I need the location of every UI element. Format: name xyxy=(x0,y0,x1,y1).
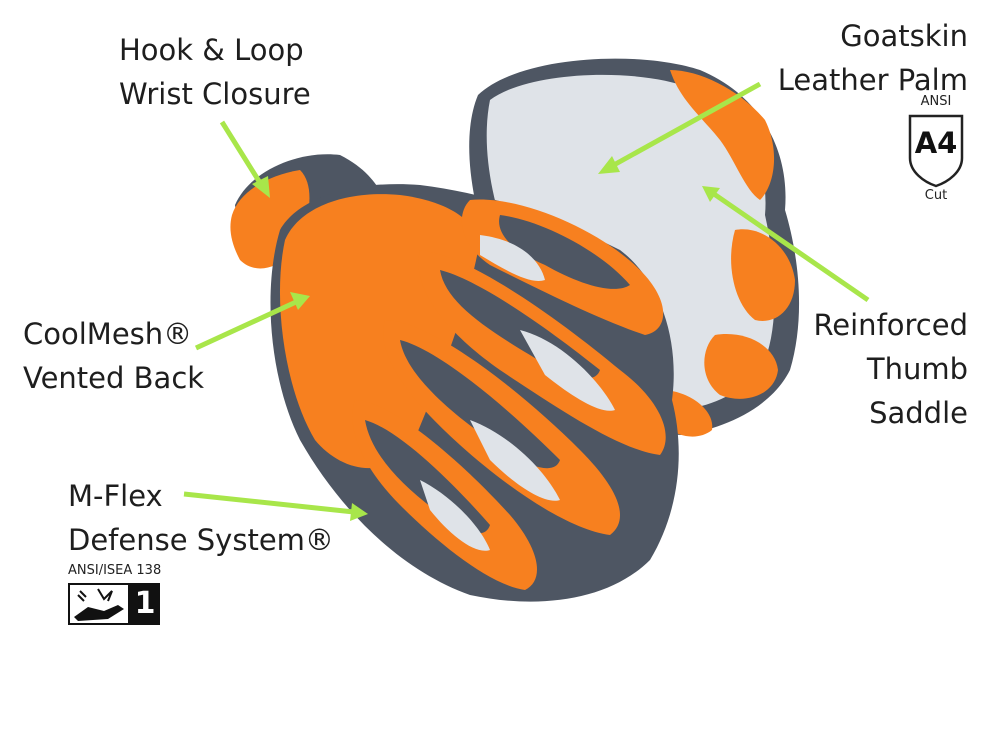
shield-icon: A4 xyxy=(906,112,966,188)
back-glove xyxy=(230,154,679,602)
label-line: Wrist Closure xyxy=(119,77,311,111)
arrow-coolmesh xyxy=(194,299,298,351)
label-mflex: M-Flex Defense System® xyxy=(68,474,334,562)
cut-level: A4 xyxy=(914,126,958,160)
arrow-thumb xyxy=(712,191,870,303)
ansi-cut-top: ANSI xyxy=(920,94,952,109)
label-line: Thumb xyxy=(866,352,968,386)
label-line: Reinforced xyxy=(813,308,968,342)
isea-rating: 1 xyxy=(68,583,160,625)
label-line: Saddle xyxy=(869,396,968,430)
arrow-mflex xyxy=(183,491,355,515)
callout-arrows xyxy=(183,81,870,521)
label-coolmesh: CoolMesh® Vented Back xyxy=(23,312,204,400)
arrow-goatskin xyxy=(610,81,762,169)
arrow-hook-loop xyxy=(219,120,265,188)
label-line: M-Flex xyxy=(68,479,163,513)
isea-standard: ANSI/ISEA 138 xyxy=(68,563,162,578)
label-line: CoolMesh® xyxy=(23,317,193,351)
label-line: Leather Palm xyxy=(777,63,968,97)
hand-impact-icon xyxy=(68,583,130,625)
ansi-cut-badge: ANSI A4 Cut xyxy=(898,94,974,204)
ansi-cut-bottom: Cut xyxy=(924,188,948,203)
isea-level: 1 xyxy=(130,583,160,625)
label-goatskin: Goatskin Leather Palm xyxy=(778,14,968,102)
label-line: Vented Back xyxy=(23,361,205,395)
label-line: Hook & Loop xyxy=(119,33,304,67)
ansi-isea-badge: ANSI/ISEA 138 1 xyxy=(68,563,161,625)
label-line: Defense System® xyxy=(68,523,334,557)
label-line: Goatskin xyxy=(840,19,968,53)
label-hook-loop: Hook & Loop Wrist Closure xyxy=(119,28,311,116)
label-thumb: Reinforced Thumb Saddle xyxy=(813,303,968,435)
